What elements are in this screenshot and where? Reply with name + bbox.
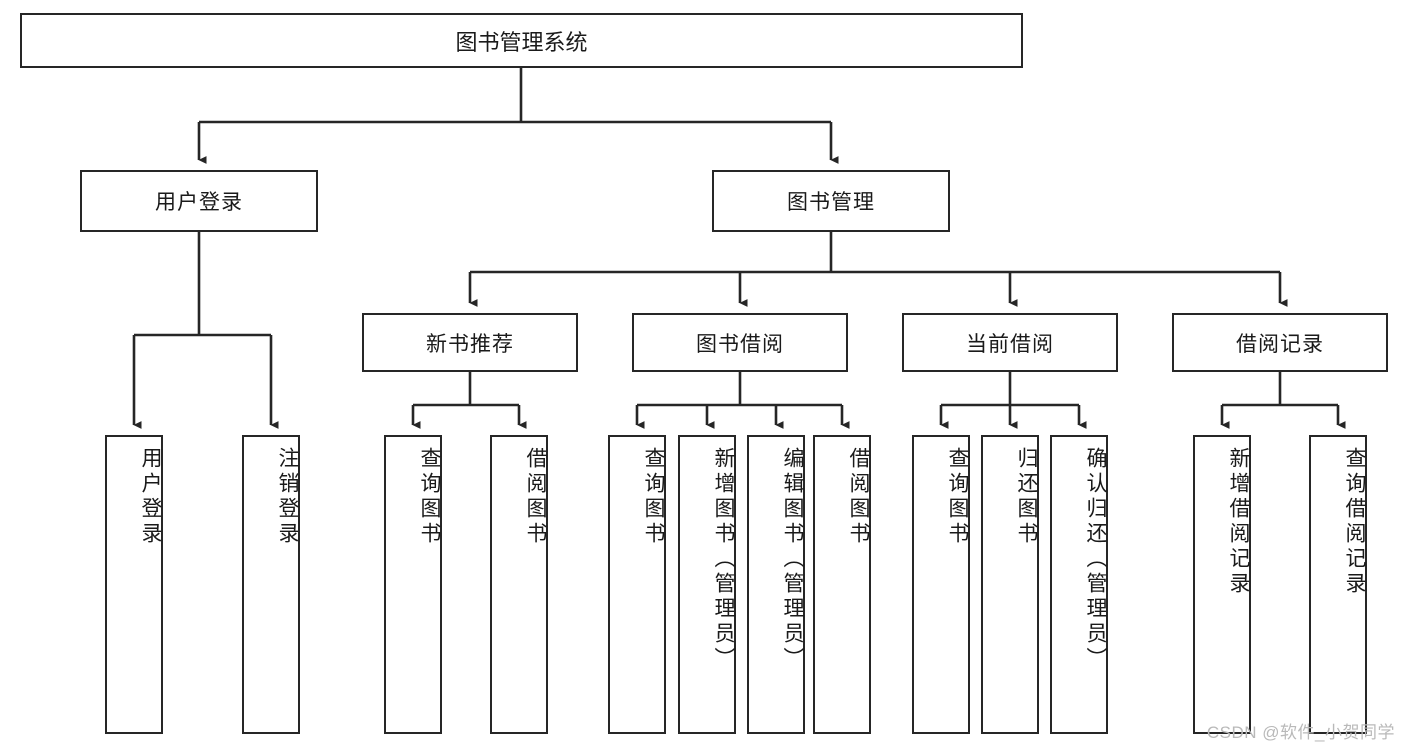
node-user-login[interactable]: 用户登录 (80, 170, 318, 232)
node-leaf-query-book-2[interactable]: 查询图书 (608, 435, 666, 734)
node-leaf-query-book-2-label: 查询图书 (642, 447, 665, 547)
node-leaf-query-book-1[interactable]: 查询图书 (384, 435, 442, 734)
node-leaf-user-login-label: 用户登录 (139, 447, 162, 547)
node-leaf-add-book-label: 新增图书（管理员） (712, 447, 735, 672)
node-leaf-query-book-3[interactable]: 查询图书 (912, 435, 970, 734)
node-root-label: 图书管理系统 (455, 29, 588, 55)
node-book-manage[interactable]: 图书管理 (712, 170, 950, 232)
node-leaf-user-logout-label: 注销登录 (276, 447, 299, 547)
node-leaf-return-book[interactable]: 归还图书 (981, 435, 1039, 734)
node-leaf-confirm-return-label: 确认归还（管理员） (1084, 447, 1107, 672)
node-borrow-record[interactable]: 借阅记录 (1172, 313, 1388, 372)
node-leaf-user-login[interactable]: 用户登录 (105, 435, 163, 734)
node-book-borrow-label: 图书借阅 (696, 332, 784, 356)
node-new-book-recommend[interactable]: 新书推荐 (362, 313, 578, 372)
node-leaf-add-record[interactable]: 新增借阅记录 (1193, 435, 1251, 734)
node-leaf-edit-book-label: 编辑图书（管理员） (781, 447, 804, 672)
node-leaf-add-book[interactable]: 新增图书（管理员） (678, 435, 736, 734)
node-leaf-query-book-3-label: 查询图书 (946, 447, 969, 547)
node-current-borrow[interactable]: 当前借阅 (902, 313, 1118, 372)
node-book-manage-label: 图书管理 (787, 191, 875, 214)
node-new-book-recommend-label: 新书推荐 (426, 332, 514, 356)
node-leaf-query-record-label: 查询借阅记录 (1343, 447, 1366, 597)
node-leaf-borrow-book-1[interactable]: 借阅图书 (490, 435, 548, 734)
node-book-borrow[interactable]: 图书借阅 (632, 313, 848, 372)
node-borrow-record-label: 借阅记录 (1236, 332, 1324, 356)
node-leaf-borrow-book-2[interactable]: 借阅图书 (813, 435, 871, 734)
node-leaf-add-record-label: 新增借阅记录 (1227, 447, 1250, 597)
node-leaf-edit-book[interactable]: 编辑图书（管理员） (747, 435, 805, 734)
node-leaf-borrow-book-2-label: 借阅图书 (847, 447, 870, 547)
node-leaf-confirm-return[interactable]: 确认归还（管理员） (1050, 435, 1108, 734)
node-leaf-return-book-label: 归还图书 (1015, 447, 1038, 547)
node-root[interactable]: 图书管理系统 (20, 13, 1023, 68)
node-leaf-borrow-book-1-label: 借阅图书 (524, 447, 547, 547)
csdn-watermark: CSDN @软件_小贺同学 (1206, 723, 1395, 742)
node-leaf-query-book-1-label: 查询图书 (418, 447, 441, 547)
node-leaf-user-logout[interactable]: 注销登录 (242, 435, 300, 734)
node-current-borrow-label: 当前借阅 (966, 332, 1054, 356)
node-user-login-label: 用户登录 (155, 191, 243, 214)
node-leaf-query-record[interactable]: 查询借阅记录 (1309, 435, 1367, 734)
